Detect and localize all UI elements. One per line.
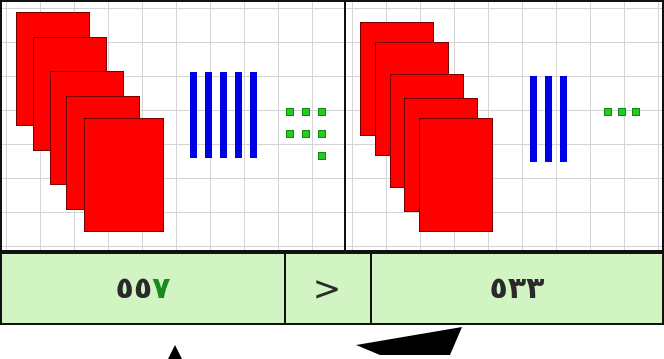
left-number: ٥ ٥ ٧: [2, 254, 286, 323]
hundred-block: [84, 118, 164, 232]
one-cube: [302, 108, 310, 116]
one-cube: [286, 130, 294, 138]
comparison-bar: ٥ ٥ ٧ > ٥٣٣: [0, 252, 664, 325]
one-cube: [618, 108, 626, 116]
ten-rod: [235, 72, 242, 158]
one-cube: [318, 108, 326, 116]
ten-rod: [220, 72, 227, 158]
ten-rod: [250, 72, 257, 158]
one-cube: [632, 108, 640, 116]
ten-rod: [560, 76, 567, 162]
ten-rod: [190, 72, 197, 158]
one-cube: [604, 108, 612, 116]
right-number: ٥٣٣: [372, 254, 662, 323]
up-arrow-icon: [168, 345, 182, 359]
right-base-ten-model: [346, 0, 664, 251]
left-number-hundreds: ٥: [116, 271, 134, 306]
ten-rod: [545, 76, 552, 162]
one-cube: [302, 130, 310, 138]
left-number-tens: ٥: [134, 271, 152, 306]
left-number-ones: ٧: [152, 271, 170, 306]
left-base-ten-model: [0, 0, 346, 251]
one-cube: [318, 152, 326, 160]
one-cube: [286, 108, 294, 116]
hundred-block: [419, 118, 493, 232]
comparison-symbol: >: [284, 254, 372, 323]
bottom-strip: [0, 325, 664, 355]
ten-rod: [205, 72, 212, 158]
one-cube: [318, 130, 326, 138]
ten-rod: [530, 76, 537, 162]
